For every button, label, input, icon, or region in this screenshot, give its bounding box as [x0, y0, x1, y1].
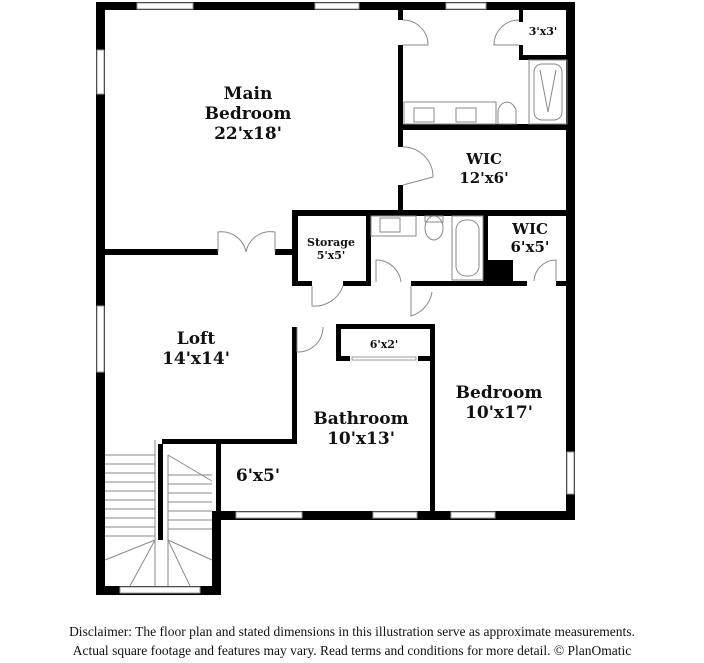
room-name-main-bedroom: Main: [224, 84, 273, 104]
room-dims-main-bedroom: 22'x18': [214, 124, 282, 144]
disclaimer-line-1: Disclaimer: The floor plan and stated di…: [69, 624, 635, 639]
room-dims-closet-3x3: 3'x3': [529, 25, 558, 38]
bathtub-icon: [528, 59, 568, 125]
doors: [217, 19, 557, 353]
room-name-bathroom: Bathroom: [313, 409, 408, 429]
room-name-bedroom: Bedroom: [456, 383, 543, 403]
interior-walls: [105, 10, 571, 540]
fixtures: [104, 59, 568, 587]
floor-plan: Main Bedroom 22'x18' 3'x3' WIC 12'x6' St…: [96, 2, 575, 595]
room-dims-bathroom: 10'x13': [327, 429, 395, 449]
room-dims-linen-closet: 6'x2': [370, 338, 399, 351]
double-vanity-icon: [403, 101, 497, 125]
room-name-main-bedroom-2: Bedroom: [205, 104, 292, 124]
room-dims-wic-main: 12'x6': [459, 169, 508, 187]
room-labels: Main Bedroom 22'x18' 3'x3' WIC 12'x6' St…: [162, 25, 557, 486]
stairs-icon: [104, 440, 213, 587]
disclaimer: Disclaimer: The floor plan and stated di…: [0, 622, 704, 660]
room-dims-storage: 5'x5': [317, 249, 346, 262]
windows: [96, 2, 575, 594]
disclaimer-line-2: Actual square footage and features may v…: [72, 643, 632, 658]
sink-icon: [370, 215, 417, 237]
room-dims-bedroom: 10'x17': [465, 403, 533, 423]
room-name-loft: Loft: [177, 329, 216, 349]
room-dims-wic-bedroom: 6'x5': [510, 238, 549, 256]
room-dims-loft: 14'x14': [162, 349, 230, 369]
room-name-wic-main: WIC: [465, 150, 502, 168]
toilet-icon: [424, 215, 444, 241]
room-dims-stair-landing: 6'x5': [236, 466, 280, 486]
toilet-icon: [497, 101, 517, 125]
room-name-storage: Storage: [307, 236, 355, 249]
room-name-wic-bedroom: WIC: [511, 220, 548, 238]
bathtub-icon: [451, 215, 484, 281]
